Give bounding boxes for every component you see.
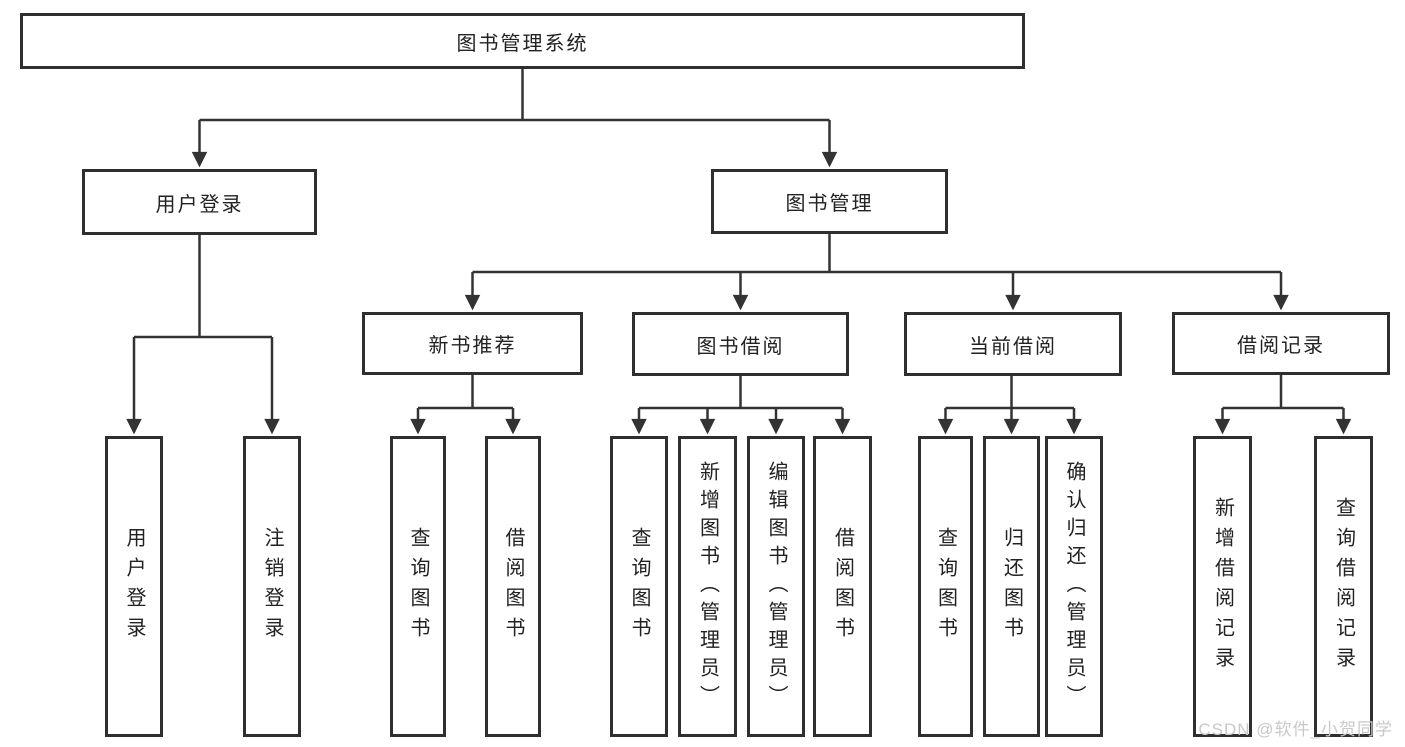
csdn-watermark: CSDN @软件_小贺同学 [1198,720,1393,739]
connector-user-login-children [126,235,280,435]
connector-root-to-level2 [191,69,838,168]
leaf-confirm-return-admin-label: 确认归还（管理员） [1063,460,1085,713]
leaf-edit-book-admin: 编辑图书（管理员） [747,436,805,737]
node-new-book-recommend: 新书推荐 [362,312,583,375]
node-user-login-label: 用户登录 [155,193,244,216]
node-book-management: 图书管理 [711,169,948,234]
leaf-borrow-book-recommend-label: 借阅图书 [502,526,524,647]
node-current-borrow: 当前借阅 [904,312,1122,376]
node-book-management-label: 图书管理 [785,193,874,215]
leaf-return-book-label: 归还图书 [1000,526,1023,647]
node-user-login: 用户登录 [82,169,317,235]
connector-book-borrow-children [631,376,851,435]
leaf-return-book: 归还图书 [983,436,1040,737]
leaf-query-book-borrow-label: 查询图书 [628,526,650,647]
node-book-borrow-label: 图书借阅 [696,335,785,358]
node-book-borrow: 图书借阅 [632,312,849,376]
leaf-add-borrow-record-label: 新增借阅记录 [1211,496,1234,677]
leaf-query-book-recommend: 查询图书 [390,436,446,737]
leaf-logout-login: 注销登录 [243,436,301,737]
node-borrow-record-label: 借阅记录 [1237,335,1325,357]
connector-new-book-recommend-children [410,375,521,435]
leaf-query-book-current-label: 查询图书 [934,526,957,647]
node-current-borrow-label: 当前借阅 [969,335,1057,358]
node-root: 图书管理系统 [20,13,1025,69]
leaf-borrow-book-recommend: 借阅图书 [485,436,541,737]
leaf-logout-login-label: 注销登录 [261,526,283,647]
leaf-user-login: 用户登录 [105,436,163,737]
node-new-book-recommend-label: 新书推荐 [428,335,517,357]
node-borrow-record: 借阅记录 [1172,312,1390,375]
leaf-add-book-admin-label: 新增图书（管理员） [696,460,719,713]
leaf-query-borrow-record-label: 查询借阅记录 [1332,496,1355,677]
leaf-borrow-book-label: 借阅图书 [831,526,854,647]
leaf-query-book-recommend-label: 查询图书 [407,526,429,647]
leaf-confirm-return-admin: 确认归还（管理员） [1045,436,1103,737]
leaf-query-borrow-record: 查询借阅记录 [1314,436,1373,737]
leaf-query-book-borrow: 查询图书 [610,436,668,737]
leaf-add-borrow-record: 新增借阅记录 [1193,436,1252,737]
connector-current-borrow-children [937,376,1082,435]
node-root-label: 图书管理系统 [456,32,589,55]
leaf-query-book-current: 查询图书 [918,436,973,737]
leaf-add-book-admin: 新增图书（管理员） [678,436,737,737]
leaf-edit-book-admin-label: 编辑图书（管理员） [765,460,787,713]
connector-book-management-children [464,234,1289,311]
leaf-user-login-label: 用户登录 [123,526,145,647]
leaf-borrow-book: 借阅图书 [813,436,872,737]
connector-borrow-record-children [1214,375,1352,435]
